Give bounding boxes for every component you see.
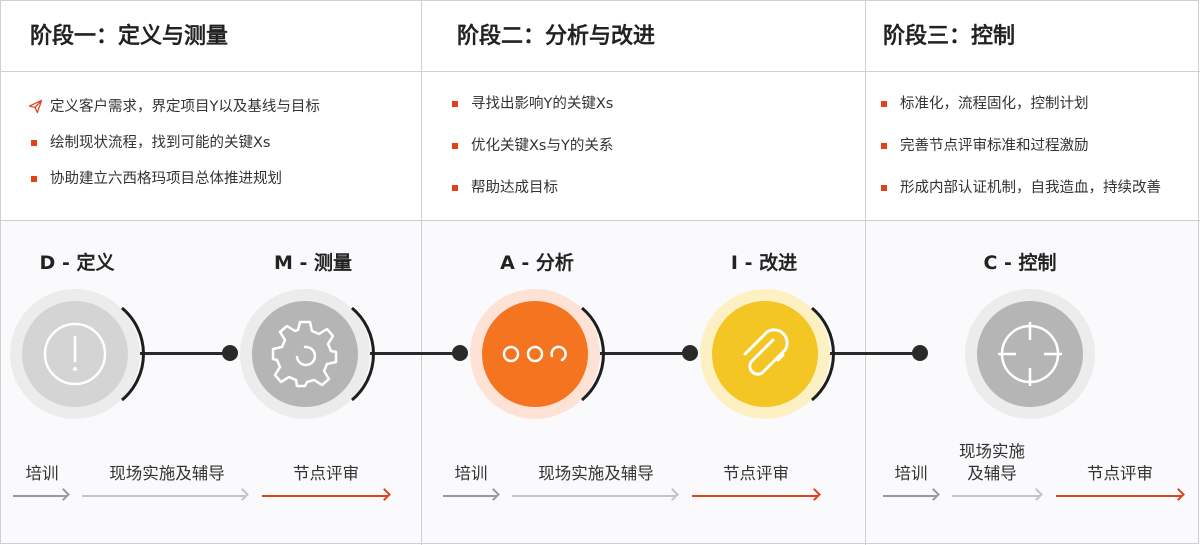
process-label-review: 节点评审 bbox=[1087, 464, 1153, 483]
divider-col-2 bbox=[865, 0, 866, 545]
divider-header bbox=[0, 71, 1200, 72]
list-item: 形成内部认证机制，自我造血，持续改善 bbox=[878, 178, 1161, 198]
node-arc-decoration bbox=[811, 306, 835, 402]
process-arrow bbox=[952, 495, 1040, 497]
list-item-text: 标准化，流程固化，控制计划 bbox=[900, 96, 1089, 112]
list-item: 寻找出影响Y的关键Xs bbox=[449, 94, 613, 114]
list-item-text: 形成内部认证机制，自我造血，持续改善 bbox=[900, 180, 1161, 196]
process-arrow bbox=[443, 495, 497, 497]
process-label-review: 节点评审 bbox=[723, 464, 789, 483]
process-label-review: 节点评审 bbox=[293, 464, 359, 483]
bullet-square-icon bbox=[31, 140, 37, 146]
step-label-control: C - 控制 bbox=[983, 252, 1057, 274]
step-node-control bbox=[965, 289, 1095, 419]
list-item-text: 帮助达成目标 bbox=[471, 180, 558, 196]
bullet-square-icon bbox=[31, 176, 37, 182]
list-item-text: 寻找出影响Y的关键Xs bbox=[471, 96, 614, 112]
process-arrow bbox=[13, 495, 67, 497]
bullet-square-icon bbox=[881, 185, 887, 191]
connector-dot bbox=[682, 345, 698, 361]
divider-middle bbox=[0, 220, 1200, 221]
connector-a-i bbox=[600, 352, 692, 355]
connector-dot bbox=[452, 345, 468, 361]
step-node-improve bbox=[700, 289, 830, 419]
connector-i-c bbox=[830, 352, 922, 355]
paperclip-icon bbox=[743, 328, 789, 376]
target-icon bbox=[998, 322, 1062, 386]
process-label-onsite: 现场实施及辅导 bbox=[109, 464, 225, 483]
step-node-measure bbox=[240, 289, 370, 419]
process-label-training: 培训 bbox=[894, 464, 928, 483]
step-label-measure: M - 测量 bbox=[273, 252, 353, 274]
node-arc-decoration bbox=[581, 306, 605, 402]
three-dots-icon bbox=[502, 345, 567, 363]
phase-3-title: 阶段三：控制 bbox=[883, 24, 1016, 49]
exclamation-icon bbox=[43, 322, 107, 386]
process-arrow bbox=[512, 495, 676, 497]
connector-dot bbox=[912, 345, 928, 361]
process-label-onsite: 现场实施及辅导 bbox=[538, 464, 654, 483]
step-label-analyze: A - 分析 bbox=[500, 252, 574, 274]
step-node-define bbox=[10, 289, 140, 419]
phase-1-list: 定义客户需求，界定项目Y以及基线与目标 绘制现状流程，找到可能的关键Xs 协助建… bbox=[28, 97, 320, 189]
bullet-square-icon bbox=[881, 143, 887, 149]
list-item: 完善节点评审标准和过程激励 bbox=[878, 136, 1161, 156]
step-label-define: D - 定义 bbox=[39, 252, 115, 274]
phase-1-title: 阶段一：定义与测量 bbox=[30, 24, 229, 49]
process-arrow bbox=[262, 495, 388, 497]
list-item-text: 完善节点评审标准和过程激励 bbox=[900, 138, 1089, 154]
bullet-square-icon bbox=[452, 143, 458, 149]
list-item-text: 优化关键Xs与Y的关系 bbox=[471, 138, 614, 154]
connector-dot bbox=[222, 345, 238, 361]
node-arc-decoration bbox=[121, 306, 145, 402]
paper-plane-icon bbox=[28, 99, 43, 114]
process-label-training: 培训 bbox=[454, 464, 488, 483]
list-item: 绘制现状流程，找到可能的关键Xs bbox=[28, 133, 320, 153]
connector-d-m bbox=[140, 352, 232, 355]
list-item-text: 定义客户需求，界定项目Y以及基线与目标 bbox=[50, 99, 320, 115]
bullet-square-icon bbox=[452, 101, 458, 107]
process-arrow bbox=[883, 495, 937, 497]
node-arc-decoration bbox=[351, 306, 375, 402]
list-item: 帮助达成目标 bbox=[449, 178, 613, 198]
process-label-onsite: 现场实施 及辅导 bbox=[959, 442, 1025, 483]
bullet-square-icon bbox=[452, 185, 458, 191]
divider-col-1 bbox=[421, 0, 422, 545]
step-node-analyze bbox=[470, 289, 600, 419]
process-label-training: 培训 bbox=[25, 464, 59, 483]
list-item: 协助建立六西格玛项目总体推进规划 bbox=[28, 169, 320, 189]
process-arrow bbox=[692, 495, 818, 497]
process-arrow bbox=[1056, 495, 1182, 497]
step-label-improve: I - 改进 bbox=[730, 252, 798, 274]
process-arrow bbox=[82, 495, 246, 497]
bullet-square-icon bbox=[881, 101, 887, 107]
list-item-text: 绘制现状流程，找到可能的关键Xs bbox=[50, 135, 271, 151]
phase-2-list: 寻找出影响Y的关键Xs 优化关键Xs与Y的关系 帮助达成目标 bbox=[449, 94, 613, 198]
list-item: 优化关键Xs与Y的关系 bbox=[449, 136, 613, 156]
connector-m-a bbox=[370, 352, 462, 355]
list-item-text: 协助建立六西格玛项目总体推进规划 bbox=[50, 171, 282, 187]
phase-3-list: 标准化，流程固化，控制计划 完善节点评审标准和过程激励 形成内部认证机制，自我造… bbox=[878, 94, 1161, 198]
list-item: 标准化，流程固化，控制计划 bbox=[878, 94, 1161, 114]
phase-2-title: 阶段二：分析与改进 bbox=[457, 24, 656, 49]
gear-icon bbox=[271, 320, 338, 388]
list-item: 定义客户需求，界定项目Y以及基线与目标 bbox=[28, 97, 320, 117]
